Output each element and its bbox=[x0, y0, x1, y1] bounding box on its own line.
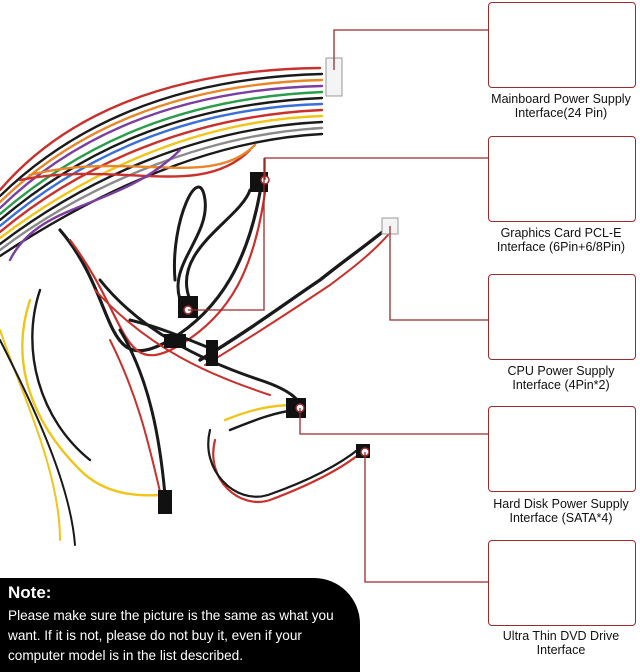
note-box: Note: Please make sure the picture is th… bbox=[0, 578, 360, 672]
caption-line: Graphics Card PCL-E bbox=[500, 226, 622, 240]
mainboard-interface-caption: Mainboard Power Supply Interface(24 Pin) bbox=[478, 92, 640, 120]
caption-line: Interface (6Pin+6/8Pin) bbox=[496, 240, 626, 254]
wire-harness bbox=[0, 178, 389, 546]
caption-line: Interface (4Pin*2) bbox=[512, 378, 610, 392]
graphics-interface-caption: Graphics Card PCL-E Interface (6Pin+6/8P… bbox=[478, 226, 640, 254]
callout-lines bbox=[188, 29, 488, 583]
caption-line: Mainboard Power Supply bbox=[491, 92, 631, 106]
hdd-interface-caption: Hard Disk Power Supply Interface (SATA*4… bbox=[478, 497, 640, 525]
dvd-interface-caption: Ultra Thin DVD Drive Interface bbox=[478, 629, 640, 657]
dvd-interface-image bbox=[488, 540, 636, 626]
caption-line: CPU Power Supply bbox=[507, 364, 615, 378]
wire-bundle-top bbox=[0, 66, 324, 262]
caption-line: Interface(24 Pin) bbox=[514, 106, 608, 120]
graphics-interface-image bbox=[488, 136, 636, 222]
mainboard-interface-image bbox=[488, 2, 636, 88]
caption-line: Interface bbox=[536, 643, 586, 657]
hdd-interface-image bbox=[488, 406, 636, 492]
caption-line: Interface (SATA*4) bbox=[509, 511, 613, 525]
cpu-interface-image bbox=[488, 274, 636, 360]
note-title: Note: bbox=[8, 583, 52, 602]
cpu-interface-caption: CPU Power Supply Interface (4Pin*2) bbox=[478, 364, 640, 392]
caption-line: Ultra Thin DVD Drive bbox=[502, 629, 620, 643]
caption-line: Hard Disk Power Supply bbox=[493, 497, 629, 511]
note-text: Please make sure the picture is the same… bbox=[8, 608, 334, 663]
